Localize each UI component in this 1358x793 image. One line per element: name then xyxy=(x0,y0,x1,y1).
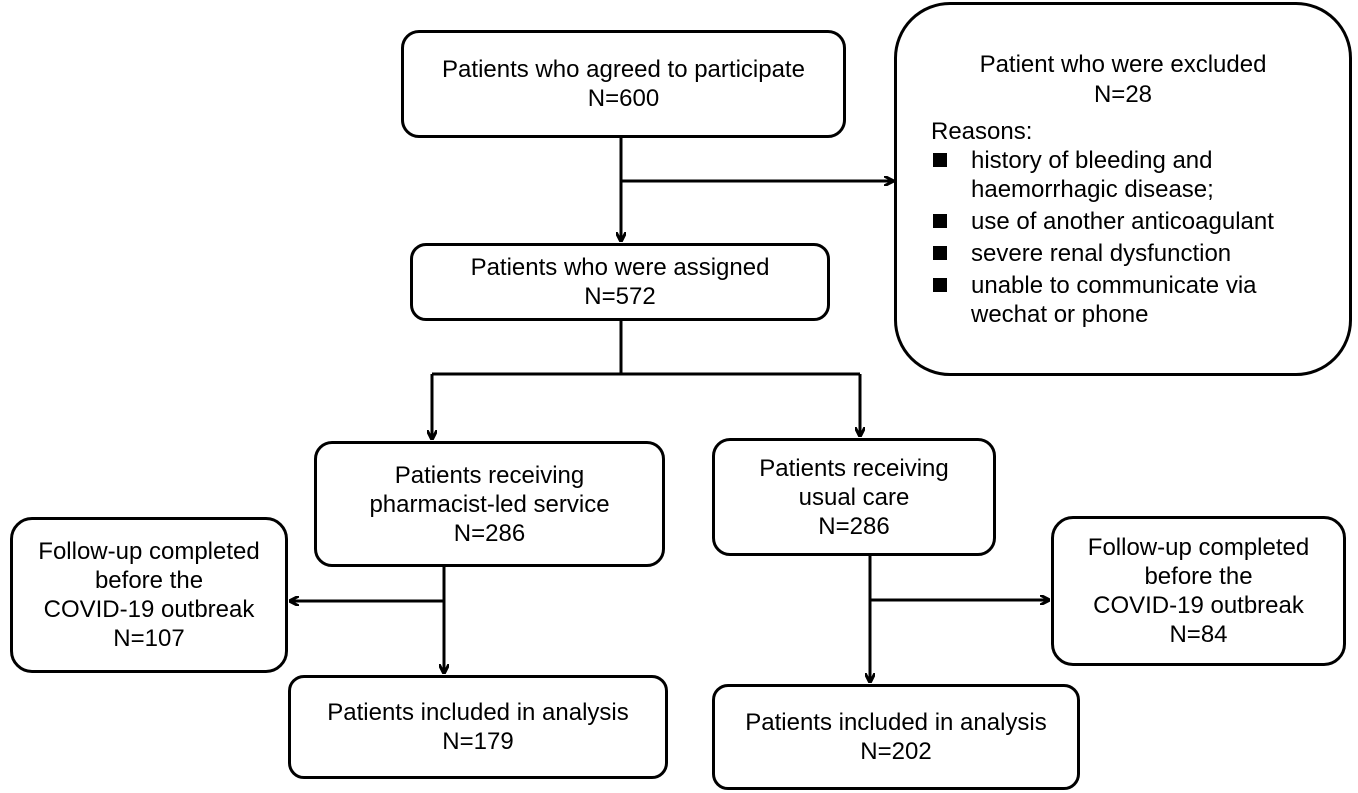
node-analysis-right: Patients included in analysis N=202 xyxy=(712,684,1080,790)
node-excluded-count: N=28 xyxy=(1093,81,1153,108)
node-analysis-right-title: Patients included in analysis xyxy=(745,709,1047,736)
reason-text: use of another anticoagulant xyxy=(971,208,1274,235)
node-followup-right-count: N=84 xyxy=(1169,621,1228,648)
node-analysis-left-title: Patients included in analysis xyxy=(327,699,629,726)
node-usual-count: N=286 xyxy=(818,512,890,540)
reason-text: wechat or phone xyxy=(971,301,1149,328)
node-agreed-title: Patients who agreed to participate xyxy=(442,56,805,83)
node-analysis-left-count: N=179 xyxy=(442,728,514,755)
reasons-label: Reasons: xyxy=(931,118,1033,145)
reason-item: use of another anticoagulant xyxy=(929,207,1349,236)
node-usual-title: Patients receiving xyxy=(759,454,949,482)
reason-item: severe renal dysfunction xyxy=(929,239,1349,268)
node-followup-left-text: Follow-up completed xyxy=(38,538,260,565)
reason-item: unable to communicate via wechat or phon… xyxy=(929,271,1349,329)
reason-text: history of bleeding and xyxy=(971,147,1213,174)
square-bullet-icon xyxy=(933,278,947,292)
node-agreed-count: N=600 xyxy=(587,85,660,112)
node-analysis-left: Patients included in analysis N=179 xyxy=(288,675,668,779)
node-assigned-count: N=572 xyxy=(584,283,656,310)
node-followup-left-count: N=107 xyxy=(113,625,185,652)
reason-text: unable to communicate via xyxy=(971,272,1257,299)
node-followup-right-text: before the xyxy=(1144,563,1253,590)
node-excluded: Patient who were excluded N=28 Reasons: … xyxy=(894,2,1352,376)
node-followup-right-text: Follow-up completed xyxy=(1087,534,1310,561)
reasons-list: history of bleeding and haemorrhagic dis… xyxy=(929,146,1349,332)
square-bullet-icon xyxy=(933,214,947,228)
node-excluded-title: Patient who were excluded xyxy=(979,51,1267,78)
square-bullet-icon xyxy=(933,246,947,260)
node-followup-right-text: COVID-19 outbreak xyxy=(1093,592,1304,619)
node-agreed: Patients who agreed to participate N=600 xyxy=(401,30,846,138)
reason-text: severe renal dysfunction xyxy=(971,240,1232,267)
node-analysis-right-count: N=202 xyxy=(860,738,932,765)
node-pharmacist-title: pharmacist-led service xyxy=(369,490,610,518)
node-pharmacist-title: Patients receiving xyxy=(394,461,585,489)
node-followup-left-text: before the xyxy=(94,567,204,594)
node-usual-care: Patients receiving usual care N=286 xyxy=(712,438,996,556)
node-followup-right: Follow-up completed before the COVID-19 … xyxy=(1051,516,1346,666)
node-pharmacist-count: N=286 xyxy=(453,519,526,547)
node-assigned: Patients who were assigned N=572 xyxy=(410,243,830,321)
node-pharmacist-led: Patients receiving pharmacist-led servic… xyxy=(314,441,665,567)
node-followup-left-text: COVID-19 outbreak xyxy=(43,596,255,623)
reason-text: haemorrhagic disease; xyxy=(971,176,1214,203)
reason-item: history of bleeding and haemorrhagic dis… xyxy=(929,146,1349,204)
square-bullet-icon xyxy=(933,153,947,167)
node-usual-title: usual care xyxy=(798,483,910,511)
node-assigned-title: Patients who were assigned xyxy=(470,254,770,281)
node-followup-left: Follow-up completed before the COVID-19 … xyxy=(10,517,288,673)
